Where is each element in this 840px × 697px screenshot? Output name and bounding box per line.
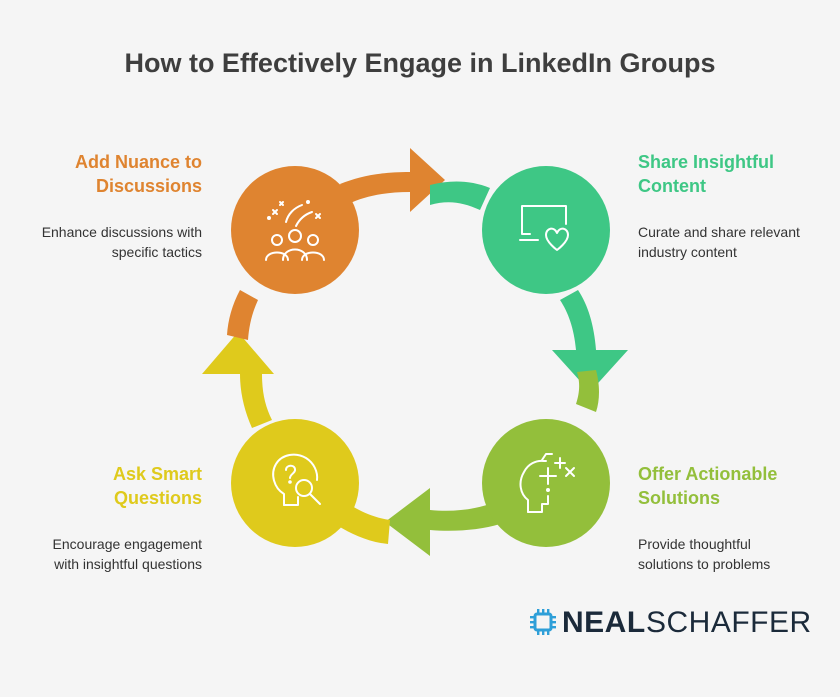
arrow-orange-tail (227, 290, 258, 340)
arrow-orange-to-green (340, 148, 445, 212)
step-questions-title: Ask Smart Questions (112, 464, 202, 508)
arrow-yellow-to-orange (202, 332, 390, 544)
step-solutions-title: Offer Actionable Solutions (638, 464, 778, 508)
step-share-title: Share Insightful Content (638, 152, 775, 196)
team-celebration-icon (265, 200, 325, 261)
device-heart-icon (519, 205, 569, 251)
arrow-lime-to-yellow (385, 370, 599, 556)
step-nuance-desc: Enhance discussions with specific tactic… (41, 224, 202, 260)
logo-name-bold: NEAL (562, 606, 646, 639)
circle-questions (231, 419, 359, 547)
logo-name-light: SCHAFFER (646, 606, 812, 639)
step-nuance-title: Add Nuance to Discussions (74, 152, 202, 196)
step-solutions-desc: Provide thoughtful solutions to problems (638, 536, 771, 572)
chip-logo-icon (530, 609, 556, 635)
page-title: How to Effectively Engage in LinkedIn Gr… (124, 48, 716, 78)
arrow-green-to-lime (430, 181, 628, 392)
circle-solutions (482, 419, 610, 547)
circle-share (482, 166, 610, 294)
step-share-desc: Curate and share relevant industry conte… (638, 224, 800, 260)
head-math-icon (519, 453, 575, 513)
head-question-magnifier-icon (272, 453, 321, 506)
step-questions-desc: Encourage engagement with insightful que… (52, 536, 202, 572)
